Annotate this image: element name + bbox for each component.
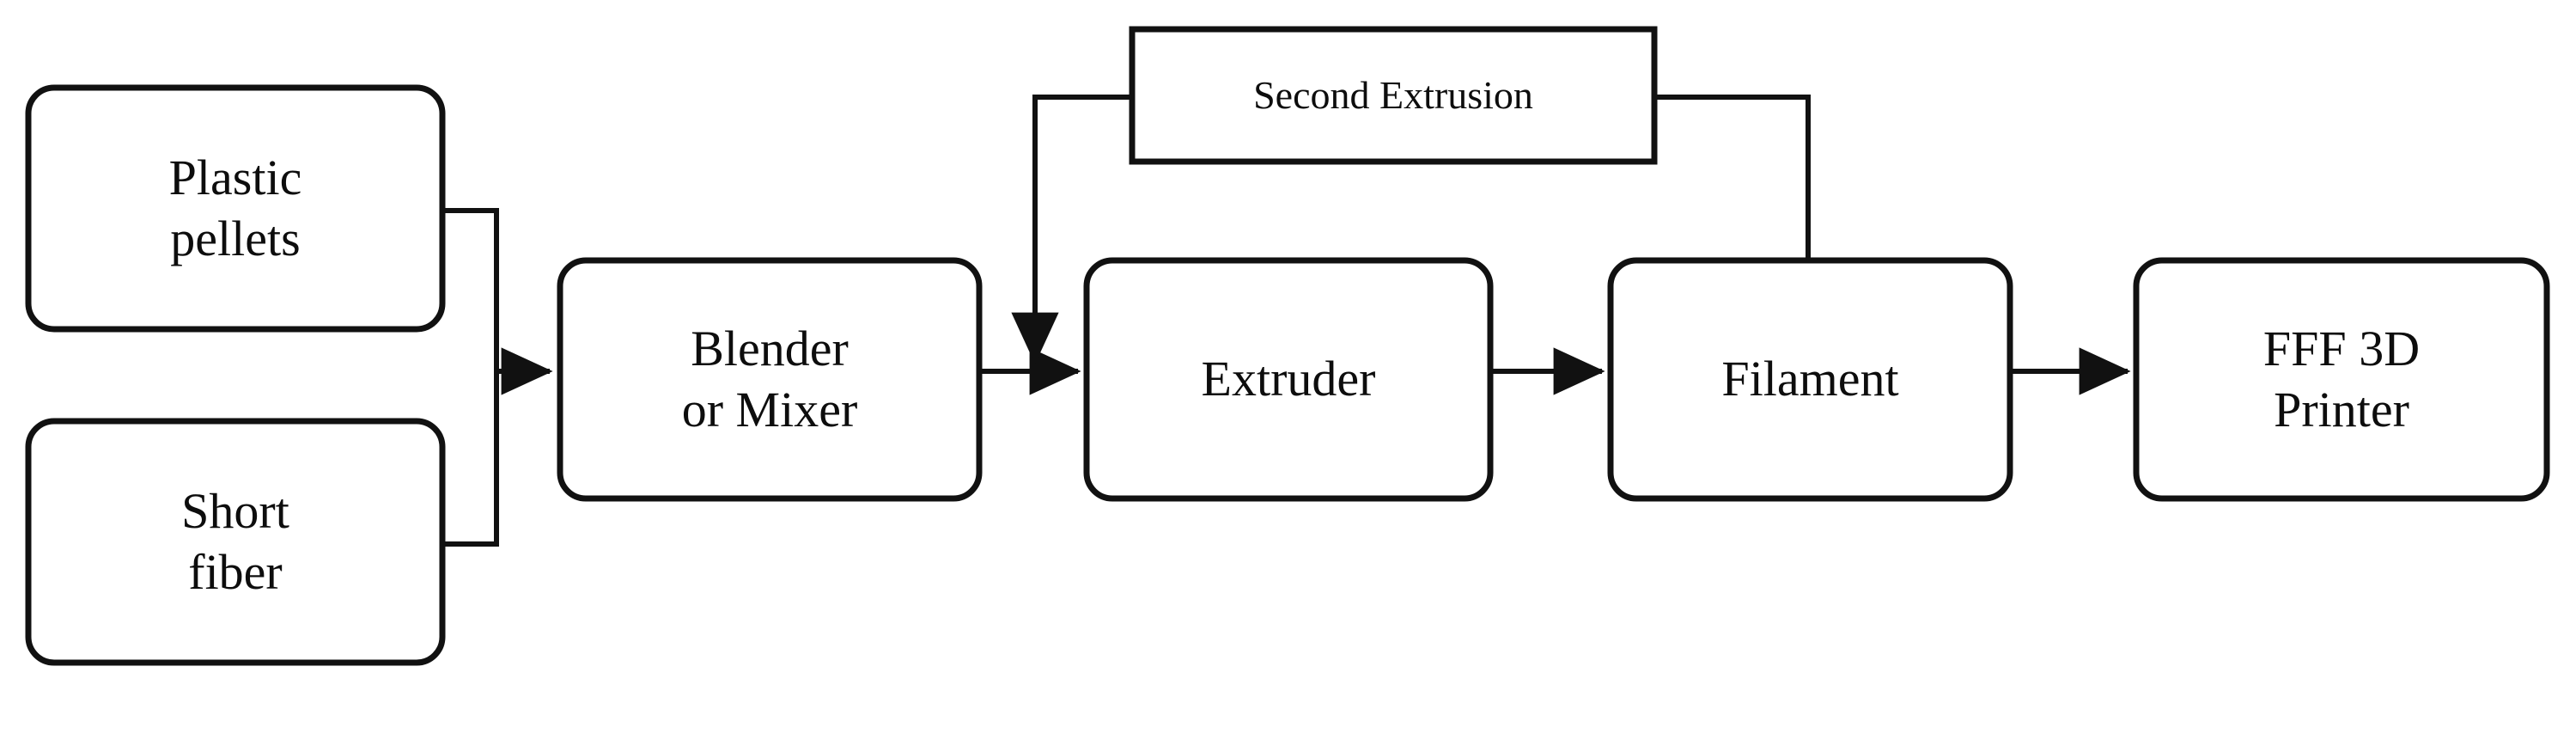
edge-fiber-to-merge[interactable]: [442, 371, 499, 547]
edge-pellets-to-merge[interactable]: [442, 208, 499, 371]
node-box-second-extrusion[interactable]: [1129, 26, 1658, 165]
node-shapes: [25, 26, 2550, 666]
edge-paths: [442, 95, 2131, 547]
node-box-filament[interactable]: [1607, 257, 2013, 502]
node-box-fff-3d-printer[interactable]: [2133, 257, 2550, 502]
edge-filament-to-second-extrusion[interactable]: [1654, 95, 1811, 260]
node-box-plastic-pellets[interactable]: [25, 84, 446, 333]
node-box-extruder[interactable]: [1083, 257, 1494, 502]
node-box-blender-or-mixer[interactable]: [557, 257, 983, 502]
edge-second-extrusion-to-extruder[interactable]: [1011, 95, 1132, 364]
node-box-short-fiber[interactable]: [25, 418, 446, 666]
